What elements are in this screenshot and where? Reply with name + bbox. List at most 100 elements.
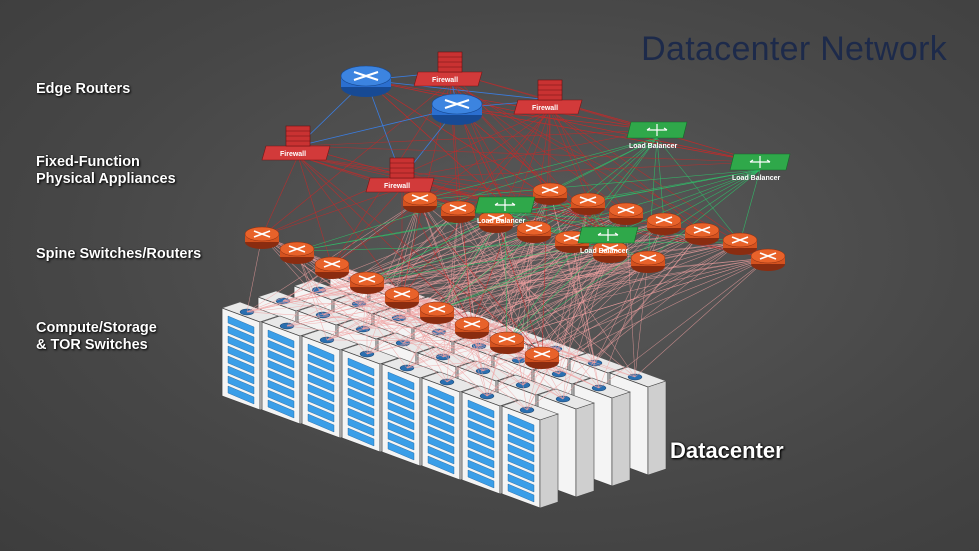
link-spine-tor	[366, 257, 769, 355]
link-spine-tor	[436, 310, 556, 350]
link-spine-tor	[478, 239, 573, 347]
link-firewall-spine	[401, 187, 543, 357]
link-spine-tor	[322, 201, 589, 316]
link-spine-tor	[394, 257, 769, 294]
link-loadbalancer-spine	[296, 137, 658, 252]
link-spine-tor	[526, 241, 741, 411]
link-spine-tor	[406, 241, 741, 369]
spine-switch-icon	[750, 248, 786, 271]
spine-switch-icon	[244, 226, 280, 249]
link-spine-tor	[326, 209, 459, 341]
link-spine-tor	[406, 249, 611, 369]
spine-switch-icon	[349, 271, 385, 294]
link-firewall-spine	[297, 155, 543, 357]
link-loadbalancer-spine	[647, 137, 658, 261]
link-edge-loadbalancer	[365, 79, 506, 206]
link-spine-tor	[402, 259, 649, 344]
link-firewall-spine	[549, 109, 703, 233]
link-spine-tor	[326, 231, 703, 341]
datacenter-label: Datacenter	[670, 438, 784, 463]
link-spine-tor	[598, 257, 769, 389]
link-loadbalancer-spine	[739, 169, 761, 243]
link-firewall-loadbalancer	[401, 161, 761, 179]
load-balancer-icon: Load Balancer	[474, 196, 536, 225]
server-racks	[221, 268, 667, 509]
load-balancer-label: Load Balancer	[732, 175, 781, 182]
load-balancer-label: Load Balancer	[629, 143, 678, 150]
layer-label-spine-text: Spine Switches/Routers	[36, 246, 202, 262]
spine-switch-icon	[489, 331, 525, 354]
link-spine-tor	[562, 231, 703, 400]
link-firewall-loadbalancer	[504, 99, 551, 206]
link-firewall-spine	[261, 187, 403, 237]
spine-switch-icon	[570, 192, 606, 215]
firewall-label: Firewall	[384, 183, 410, 190]
link-spine-tor	[322, 219, 497, 316]
link-edge-loadbalancer	[456, 107, 761, 163]
link-spine-tor	[246, 239, 573, 313]
link-loadbalancer-spine	[663, 169, 761, 223]
link-spine-tor	[522, 241, 741, 386]
link-spine-tor	[486, 229, 535, 397]
spine-switch-icon	[630, 250, 666, 273]
firewall-icon: Firewall	[261, 125, 331, 161]
link-spine-tor	[366, 325, 473, 355]
link-loadbalancer-spine	[656, 137, 665, 223]
link-firewall-spine	[261, 155, 299, 237]
link-spine-tor	[286, 310, 438, 327]
link-spine-tor	[442, 219, 497, 358]
spine-switch-icon	[478, 210, 514, 233]
link-firewall-loadbalancer	[297, 145, 609, 236]
link-loadbalancer-spine	[419, 169, 761, 201]
link-firewall-spine	[297, 155, 403, 297]
link-spine-tor	[486, 221, 665, 397]
layer-label-compute-line1: Compute/Storage	[36, 320, 157, 336]
link-loadbalancer-spine	[647, 169, 761, 261]
firewall-icon: Firewall	[513, 79, 583, 115]
spine-switch-icon	[532, 182, 568, 205]
link-spine-tor	[514, 221, 665, 336]
link-firewall-spine	[261, 81, 451, 237]
link-spine-tor	[562, 249, 611, 400]
spine-switch-icon	[722, 232, 758, 255]
layer-label-compute: Compute/Storage & TOR Switches	[36, 320, 157, 354]
server-rack-icon	[501, 399, 559, 509]
link-loadbalancer-spine	[436, 242, 609, 312]
link-spine-tor	[406, 259, 649, 369]
load-balancer-icon: Load Balancer	[626, 121, 688, 150]
link-spine-tor	[438, 231, 703, 333]
layer-label-edge-routers-text: Edge Routers	[36, 81, 131, 97]
firewall-label: Firewall	[432, 77, 458, 84]
router-icon	[431, 93, 483, 125]
diagram-title: Datacenter Network	[641, 30, 947, 68]
link-firewall-spine	[549, 109, 769, 259]
spine-switch-icon	[402, 190, 438, 213]
link-spine-tor	[354, 209, 459, 280]
link-edge-loadbalancer	[365, 79, 761, 163]
load-balancer-icon: Load Balancer	[577, 226, 639, 255]
layer-label-spine: Spine Switches/Routers	[36, 246, 201, 263]
link-firewall-spine	[297, 155, 473, 327]
link-loadbalancer-spine	[506, 242, 609, 342]
link-spine-tor	[398, 257, 769, 319]
link-spine-tor	[478, 191, 551, 347]
link-spine-tor	[296, 250, 328, 341]
layer-label-edge-routers: Edge Routers	[36, 81, 130, 98]
link-edge-loadbalancer	[456, 107, 658, 131]
link-edge-firewall	[365, 79, 551, 101]
load-balancer-label: Load Balancer	[477, 218, 526, 225]
router-icon	[340, 65, 392, 97]
link-spine-tor	[594, 221, 665, 364]
link-spine-tor	[518, 241, 741, 361]
spine-switches	[244, 182, 786, 369]
link-spine-tor	[486, 259, 649, 397]
link-firewall-loadbalancer	[401, 129, 658, 179]
firewall-icon: Firewall	[413, 51, 483, 87]
link-loadbalancer-spine	[656, 137, 741, 243]
link-loadbalancer-spine	[587, 169, 761, 203]
spine-switch-icon	[384, 286, 420, 309]
link-spine-tor	[354, 239, 573, 280]
link-spine-tor	[514, 257, 769, 336]
link-spine-tor	[318, 289, 438, 312]
link-firewall-spine	[401, 109, 551, 297]
